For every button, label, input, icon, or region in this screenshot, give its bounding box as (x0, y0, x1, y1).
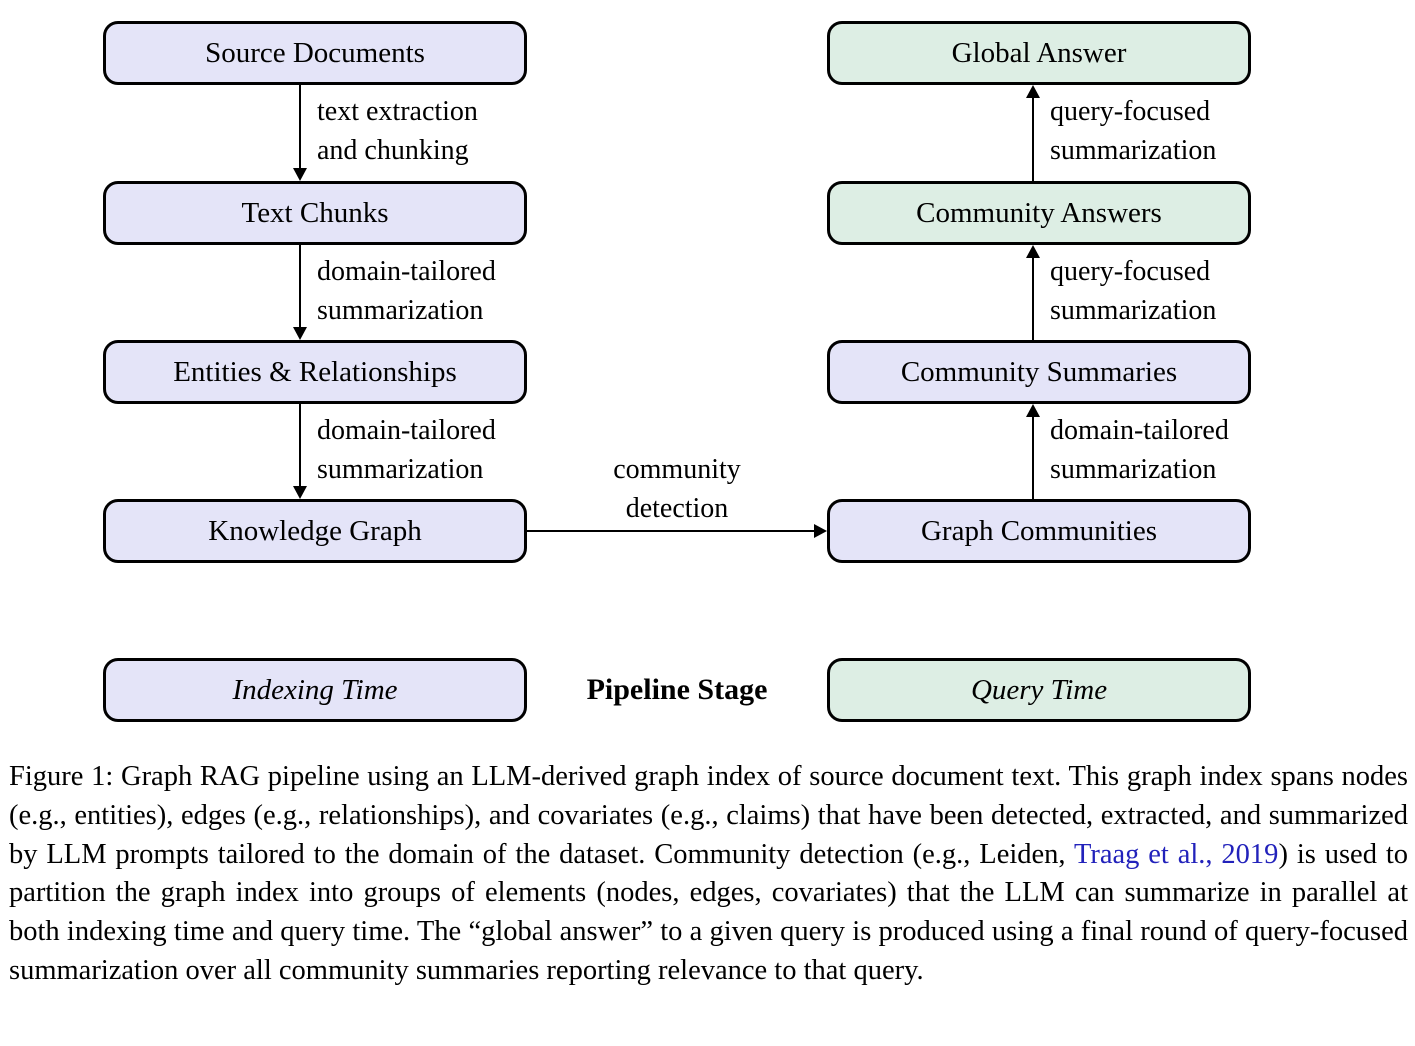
edge-label-line: summarization (1050, 135, 1217, 166)
edge-label-line: query-focused (1050, 96, 1211, 127)
legend-pipeline-stage-label: Pipeline Stage (527, 658, 827, 722)
edge-label-line: community (613, 454, 741, 485)
node-entities-relationships: Entities & Relationships (103, 340, 527, 404)
node-text-chunks: Text Chunks (103, 181, 527, 245)
arrowhead-up-icon (1026, 404, 1040, 417)
edge-label-line: and chunking (317, 135, 469, 166)
edge-label-line: summarization (317, 454, 484, 485)
legend-label: Query Time (970, 673, 1108, 706)
node-global-answer: Global Answer (827, 21, 1251, 85)
edge-label-line: summarization (1050, 295, 1217, 326)
arrowhead-down-icon (293, 486, 307, 499)
arrowhead-down-icon (293, 168, 307, 181)
arrow-line (527, 530, 814, 532)
node-community-answers: Community Answers (827, 181, 1251, 245)
edge-label-line: domain-tailored (317, 415, 496, 446)
arrow-line (1032, 97, 1034, 181)
edge-label-community-detection: community detection (577, 450, 777, 528)
edge-label-line: domain-tailored (317, 256, 496, 287)
caption-text-before: Figure 1: Graph RAG pipeline using an LL… (9, 761, 1408, 870)
edge-label-domain-summarization: domain-tailored summarization (1050, 411, 1229, 489)
edge-label-text-extraction: text extraction and chunking (317, 92, 478, 170)
edge-label-query-summarization: query-focused summarization (1050, 92, 1216, 170)
edge-label-domain-summarization: domain-tailored summarization (317, 411, 496, 489)
edge-label-query-summarization: query-focused summarization (1050, 252, 1216, 330)
citation-link-traag-2019[interactable]: Traag et al., 2019 (1073, 838, 1279, 870)
edge-label-line: summarization (317, 295, 484, 326)
edge-label-domain-summarization: domain-tailored summarization (317, 252, 496, 330)
edge-label-line: query-focused (1050, 256, 1211, 287)
arrow-line (299, 245, 301, 328)
legend-query-time: Query Time (827, 658, 1251, 722)
edge-label-line: text extraction (317, 96, 478, 127)
arrowhead-up-icon (1026, 245, 1040, 258)
node-label: Global Answer (951, 36, 1127, 69)
edge-label-line: detection (625, 493, 729, 524)
node-label: Community Summaries (900, 355, 1178, 388)
arrow-line (299, 404, 301, 487)
node-label: Community Answers (916, 196, 1162, 229)
legend-indexing-time: Indexing Time (103, 658, 527, 722)
arrow-line (299, 85, 301, 169)
legend-label: Pipeline Stage (586, 673, 768, 706)
arrowhead-down-icon (293, 327, 307, 340)
arrow-line (1032, 416, 1034, 499)
caption-text-after: ) is used to partition the graph index i… (9, 838, 1408, 986)
node-community-summaries: Community Summaries (827, 340, 1251, 404)
node-label: Graph Communities (920, 514, 1157, 547)
arrowhead-up-icon (1026, 85, 1040, 98)
arrow-line (1032, 257, 1034, 340)
node-label: Text Chunks (241, 196, 389, 229)
edge-label-line: summarization (1050, 454, 1217, 485)
node-label: Source Documents (205, 36, 425, 69)
node-knowledge-graph: Knowledge Graph (103, 499, 527, 563)
node-label: Knowledge Graph (208, 514, 422, 547)
node-graph-communities: Graph Communities (827, 499, 1251, 563)
legend-label: Indexing Time (232, 673, 398, 706)
figure-caption: Figure 1: Graph RAG pipeline using an LL… (9, 758, 1408, 991)
node-source-documents: Source Documents (103, 21, 527, 85)
edge-label-line: domain-tailored (1050, 415, 1229, 446)
node-label: Entities & Relationships (173, 355, 457, 388)
arrowhead-right-icon (814, 524, 827, 538)
